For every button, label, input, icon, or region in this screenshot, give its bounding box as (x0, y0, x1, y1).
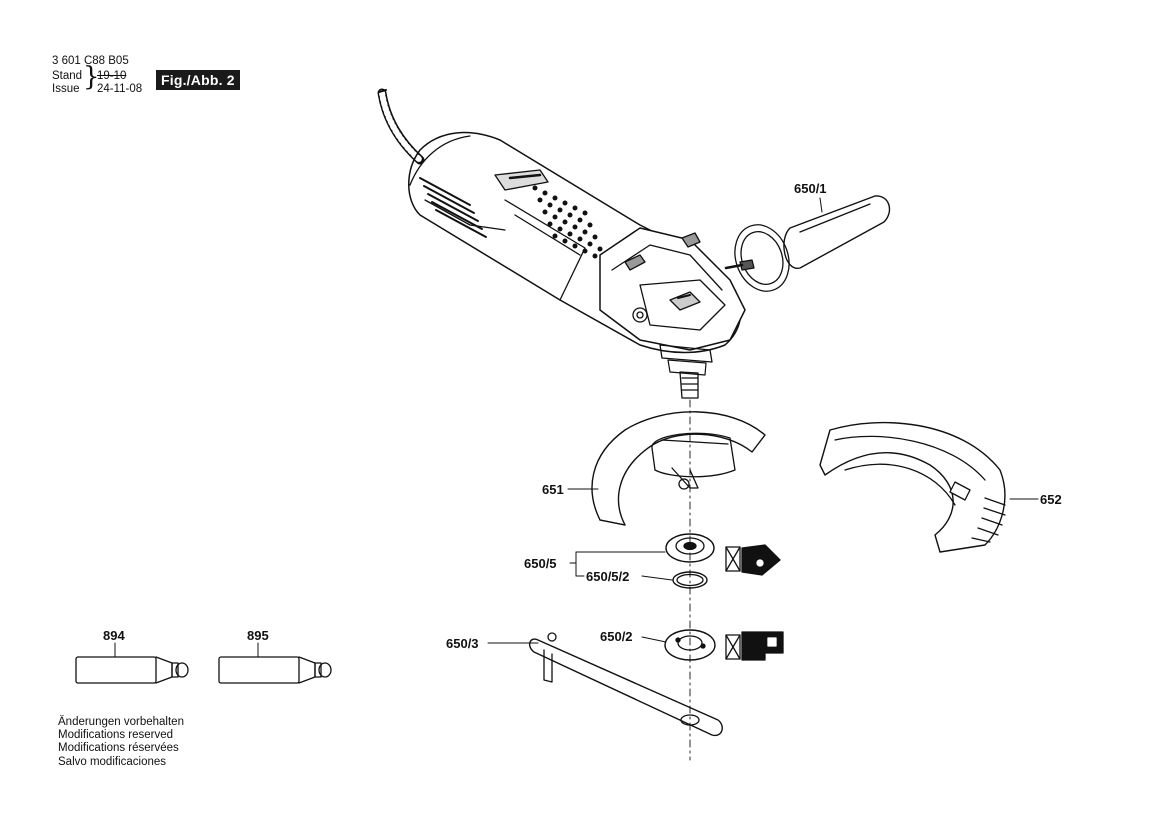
wheel-guard-651 (591, 411, 766, 526)
section-view-flange (725, 544, 781, 576)
brace-icon: } (83, 62, 100, 92)
callout-894: 894 (103, 628, 125, 643)
figure-badge: Fig./Abb. 2 (156, 70, 240, 90)
angle-grinder-body (408, 131, 746, 399)
callout-650-3: 650/3 (446, 636, 479, 651)
wheel-guard-652 (819, 421, 1006, 553)
stand-value: 19-10 (97, 70, 127, 82)
callout-650-2: 650/2 (600, 629, 633, 644)
mounting-flange-650-5 (665, 533, 715, 563)
issue-value: 24-11-08 (97, 83, 143, 95)
callout-650-1: 650/1 (794, 181, 827, 196)
o-ring-650-5-2 (672, 571, 708, 589)
callout-650-5: 650/5 (524, 556, 557, 571)
leader-lines (114, 197, 1039, 658)
callout-651: 651 (542, 482, 564, 497)
power-cord (377, 88, 425, 165)
issue-label: Issue (52, 83, 80, 95)
note-en: Modifications reserved (58, 729, 174, 742)
callout-652: 652 (1040, 492, 1062, 507)
note-es: Salvo modificaciones (58, 755, 167, 768)
grease-tube-895 (218, 656, 332, 684)
grease-tube-894 (75, 656, 189, 684)
note-fr: Modifications réservées (58, 742, 179, 755)
stand-label: Stand (52, 70, 83, 82)
modification-notes: Änderungen vorbehalten Modifications res… (58, 716, 184, 769)
two-pin-spanner-650-3 (528, 632, 723, 737)
side-handle (724, 195, 891, 292)
callout-650-5-2: 650/5/2 (586, 569, 630, 584)
section-view-nut (725, 631, 784, 661)
grip-texture (532, 185, 603, 259)
part-number: 3 601 C88 B05 (52, 55, 129, 67)
note-de: Änderungen vorbehalten (58, 716, 184, 728)
clamping-nut-650-2 (664, 629, 716, 661)
callout-895: 895 (247, 628, 269, 643)
